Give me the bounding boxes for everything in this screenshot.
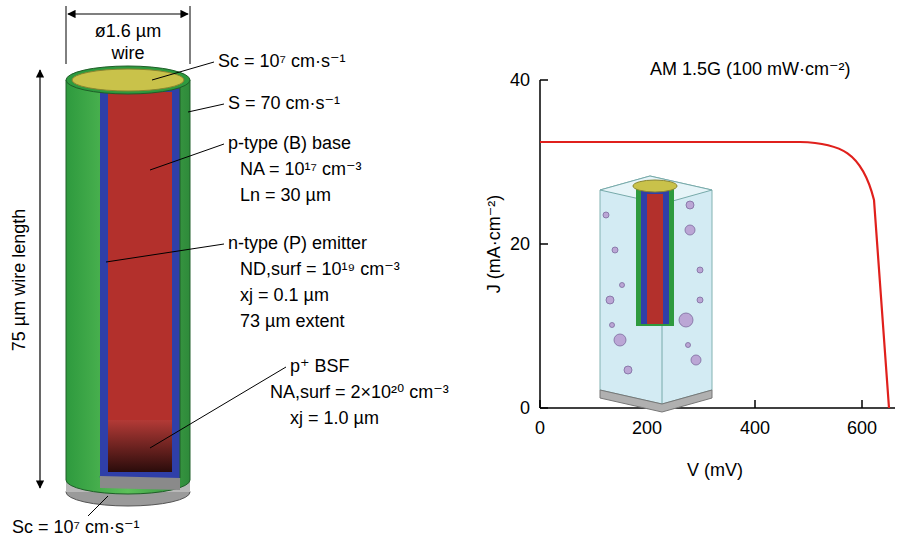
- bubble: [686, 201, 694, 209]
- x-tick: 0: [535, 417, 545, 439]
- emitter-extent: 73 µm extent: [240, 310, 344, 332]
- illumination-label: AM 1.5G (100 mW·cm⁻²): [650, 58, 851, 80]
- diameter-label: ø1.6 µm wire: [86, 20, 170, 64]
- bubble: [679, 313, 693, 327]
- x-tick: 600: [847, 417, 877, 439]
- length-label: 75 µm wire length: [8, 209, 30, 351]
- x-axis-title: V (mV): [687, 459, 743, 481]
- diffusion-length: Ln = 30 µm: [240, 184, 331, 206]
- bubble: [603, 212, 609, 218]
- bubble: [606, 296, 614, 304]
- bubble: [624, 366, 632, 374]
- x-tick: 400: [740, 417, 770, 439]
- y-tick: 20: [510, 233, 530, 255]
- bubble: [697, 267, 703, 273]
- y-tick: 0: [520, 397, 530, 419]
- bsf-doping: NA,surf = 2×10²⁰ cm⁻³: [270, 381, 449, 403]
- bubble: [691, 355, 701, 365]
- emitter-label: n-type (P) emitter: [228, 232, 367, 254]
- bsf-depth: xj = 1.0 µm: [290, 407, 379, 429]
- bubble: [620, 283, 625, 288]
- bubble: [697, 297, 703, 303]
- junction-depth: xj = 0.1 µm: [240, 284, 329, 306]
- y-axis-title: J (mA·cm⁻²): [483, 195, 505, 293]
- x-tick: 200: [632, 417, 662, 439]
- contact-recombination: Sc = 10⁷ cm·s⁻¹: [218, 50, 346, 72]
- bubble: [614, 334, 626, 346]
- emitter-doping: ND,surf = 10¹⁹ cm⁻³: [240, 258, 400, 280]
- contact-recombination: Sc = 10⁷ cm·s⁻¹: [12, 516, 140, 538]
- y-tick: 40: [510, 69, 530, 91]
- base-label: p-type (B) base: [228, 132, 351, 154]
- bubble: [612, 247, 618, 253]
- base-doping: NA = 10¹⁷ cm⁻³: [240, 158, 362, 180]
- bsf-label: p⁺ BSF: [290, 355, 350, 377]
- bubble: [686, 343, 691, 348]
- surface-recombination: S = 70 cm·s⁻¹: [228, 92, 340, 114]
- bubble: [610, 323, 615, 328]
- bubble: [685, 225, 695, 235]
